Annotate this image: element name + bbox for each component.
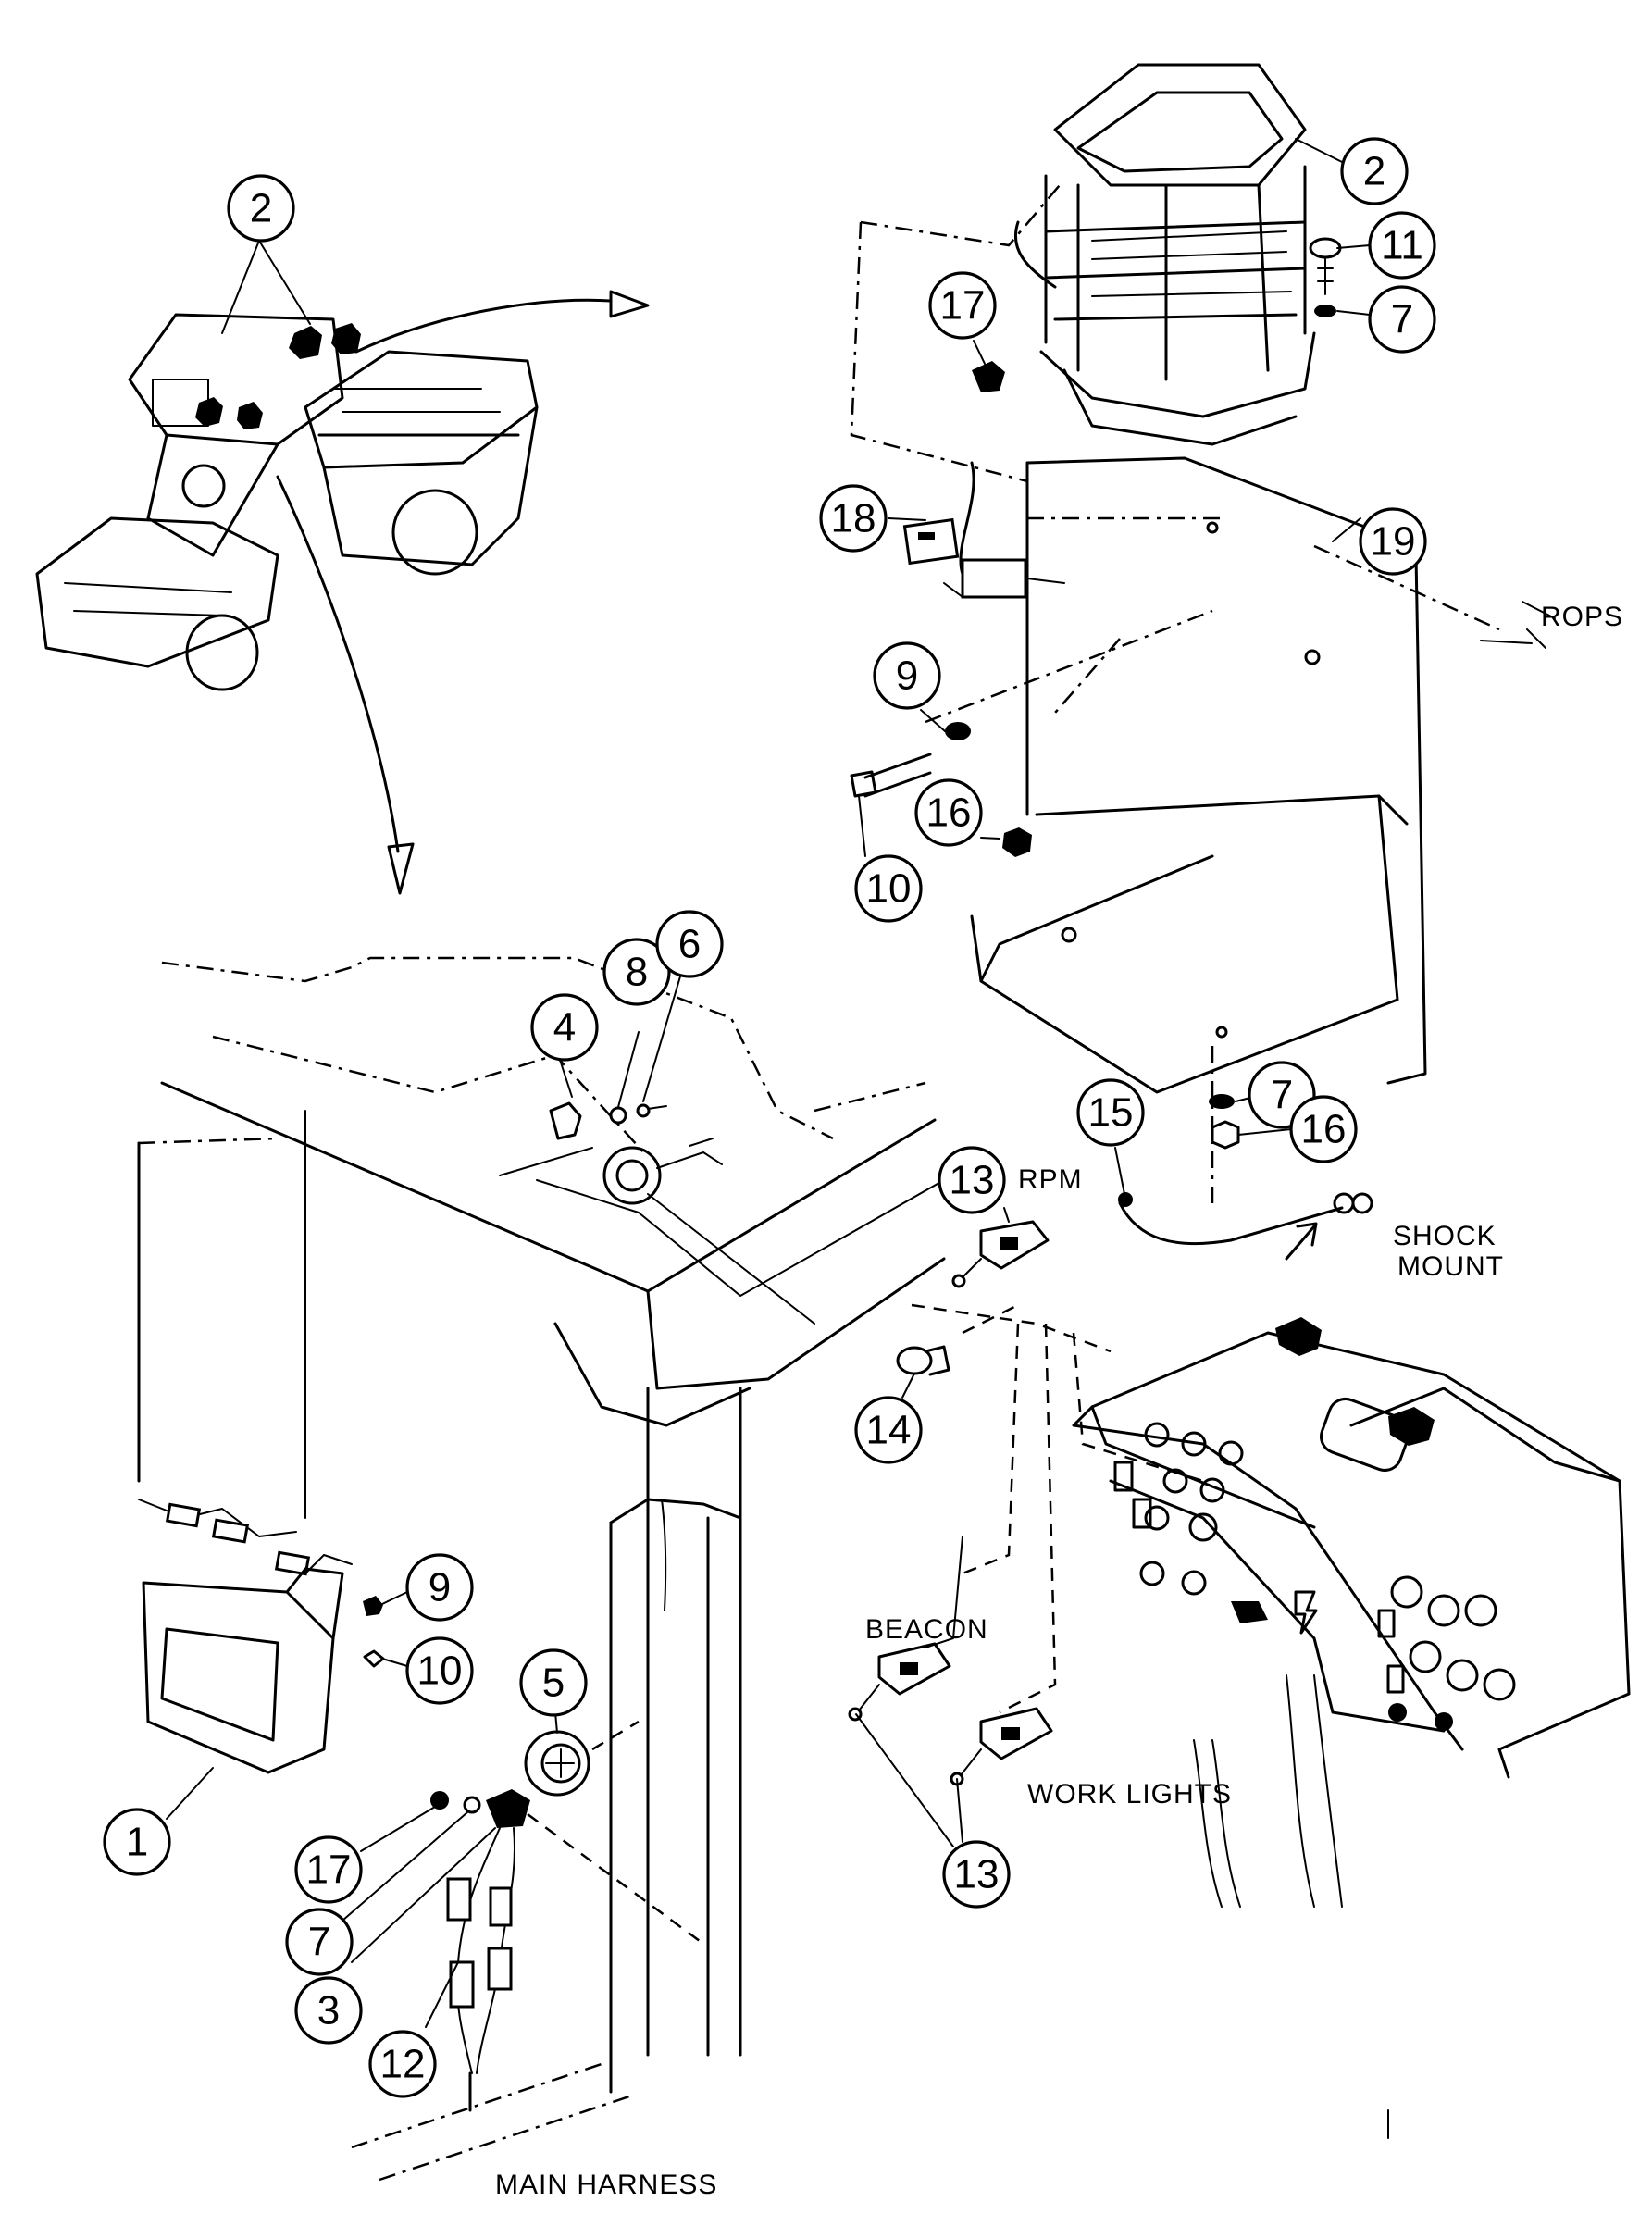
svg-text:16: 16 — [1301, 1107, 1347, 1152]
main-harness-label: MAIN HARNESS — [495, 2170, 717, 2200]
svg-text:17: 17 — [306, 1847, 352, 1893]
svg-text:17: 17 — [940, 283, 986, 329]
part-callout-1: 1 — [103, 1808, 171, 1876]
part-callout-13: 13 — [938, 1146, 1006, 1214]
part-callout-3: 3 — [294, 1976, 363, 2045]
shock-mount-label-line1: SHOCK — [1393, 1221, 1497, 1251]
svg-text:10: 10 — [417, 1648, 463, 1694]
part-callout-16: 16 — [914, 778, 983, 847]
svg-text:3: 3 — [317, 1988, 340, 2034]
svg-text:5: 5 — [542, 1660, 565, 1706]
part-callout-10: 10 — [854, 854, 923, 923]
part-callout-18: 18 — [819, 484, 888, 553]
part-callout-8: 8 — [602, 938, 671, 1006]
part-callout-9: 9 — [873, 641, 941, 710]
svg-text:15: 15 — [1088, 1090, 1134, 1136]
svg-text:2: 2 — [1363, 149, 1385, 194]
svg-text:7: 7 — [1391, 297, 1413, 342]
work-lights-label: WORK LIGHTS — [1027, 1779, 1232, 1810]
svg-text:18: 18 — [831, 496, 876, 541]
svg-text:14: 14 — [866, 1408, 912, 1453]
svg-text:16: 16 — [926, 790, 972, 836]
svg-text:1: 1 — [126, 1820, 148, 1865]
part-callout-13: 13 — [942, 1840, 1011, 1909]
svg-text:6: 6 — [678, 922, 701, 967]
machine-overview — [35, 290, 650, 895]
part-callout-9: 9 — [405, 1553, 474, 1622]
svg-text:12: 12 — [380, 2042, 426, 2087]
part-callout-7: 7 — [285, 1908, 354, 1976]
part-callout-14: 14 — [854, 1396, 923, 1464]
console-assembly — [137, 956, 946, 2182]
svg-text:10: 10 — [866, 866, 912, 912]
part-callout-10: 10 — [405, 1636, 474, 1705]
part-callout-2: 2 — [227, 174, 295, 243]
shock-mount-label-line2: MOUNT — [1397, 1251, 1504, 1282]
svg-text:4: 4 — [553, 1005, 576, 1051]
svg-text:19: 19 — [1371, 519, 1416, 565]
part-callout-19: 19 — [1359, 507, 1427, 576]
svg-text:7: 7 — [308, 1920, 330, 1965]
svg-text:8: 8 — [626, 950, 648, 995]
beacon-label: BEACON — [865, 1614, 988, 1645]
svg-text:9: 9 — [896, 653, 918, 699]
part-callout-17: 17 — [928, 271, 997, 340]
part-callout-4: 4 — [530, 993, 599, 1062]
svg-text:2: 2 — [250, 186, 272, 231]
part-callout-12: 12 — [368, 2030, 437, 2098]
svg-text:9: 9 — [429, 1565, 451, 1611]
part-callout-15: 15 — [1076, 1078, 1145, 1147]
part-callout-11: 11 — [1368, 211, 1436, 280]
part-callout-17: 17 — [294, 1835, 363, 1904]
part-callout-2: 2 — [1340, 137, 1409, 205]
rpm-label: RPM — [1018, 1164, 1083, 1195]
rops-label: ROPS — [1541, 602, 1623, 632]
svg-text:13: 13 — [950, 1158, 995, 1203]
svg-text:11: 11 — [1381, 223, 1423, 268]
part-callout-6: 6 — [655, 910, 724, 978]
beacon-assembly — [850, 63, 1500, 1203]
svg-text:13: 13 — [954, 1852, 1000, 1897]
part-callout-16: 16 — [1289, 1095, 1358, 1163]
part-callout-7: 7 — [1368, 285, 1436, 354]
part-callout-5: 5 — [519, 1648, 588, 1717]
control-panel — [848, 1192, 1631, 1908]
svg-text:7: 7 — [1271, 1073, 1293, 1118]
